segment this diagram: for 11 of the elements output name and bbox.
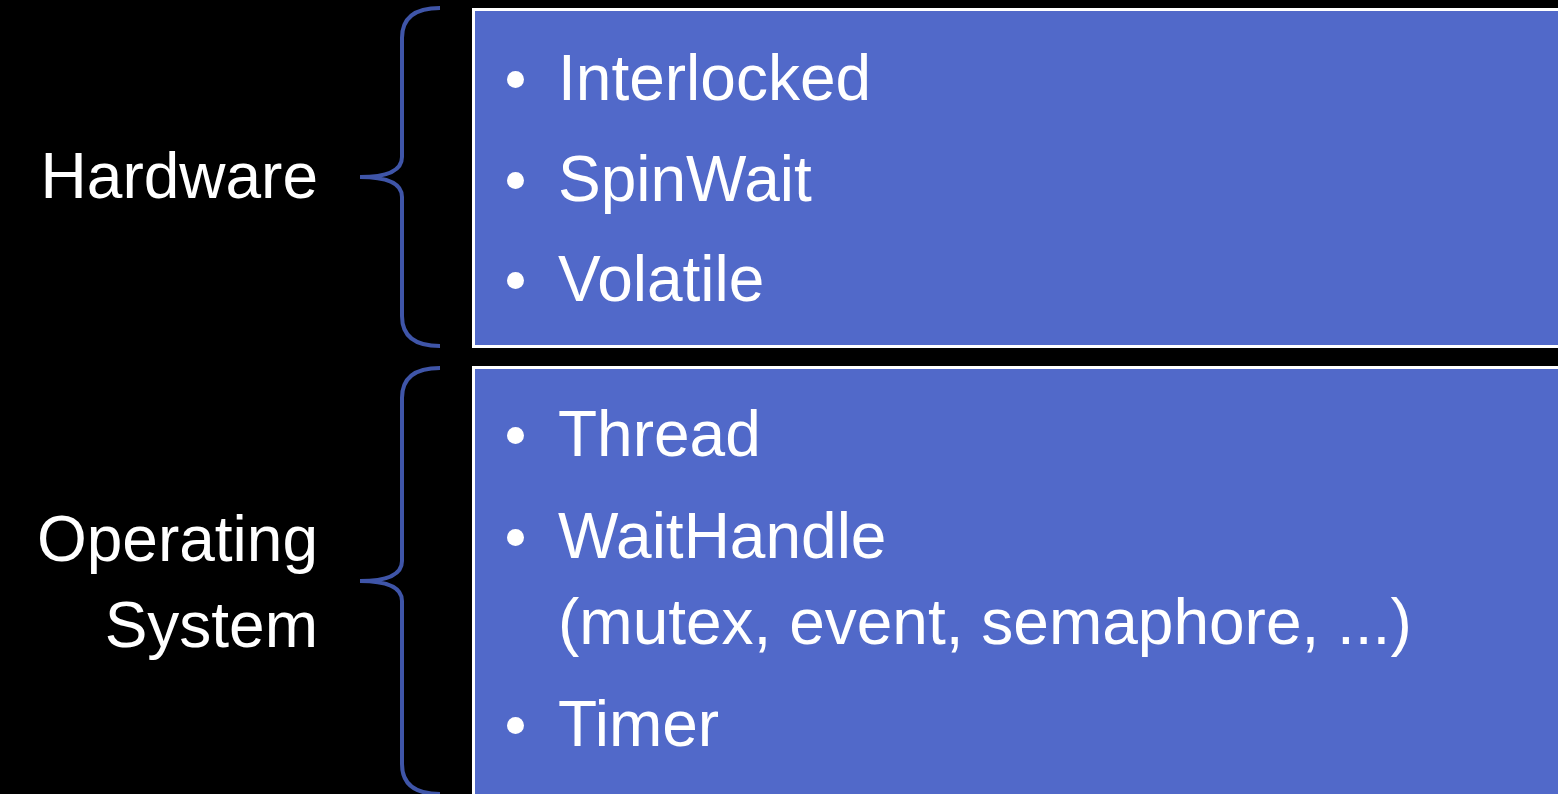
- list-item: WaitHandle: [558, 499, 887, 573]
- list-item: Thread: [558, 397, 761, 471]
- list-item: SpinWait: [558, 142, 812, 216]
- side-label: Hardware: [39, 139, 318, 214]
- side-label: Operating System: [35, 502, 318, 663]
- list-panel: [472, 366, 1558, 794]
- list-item: Volatile: [558, 242, 765, 316]
- list-panel: [472, 8, 1558, 348]
- list-item: Interlocked: [558, 41, 872, 115]
- list-item: (mutex, event, semaphore, ...): [558, 585, 1412, 659]
- list-item: Timer: [558, 687, 720, 761]
